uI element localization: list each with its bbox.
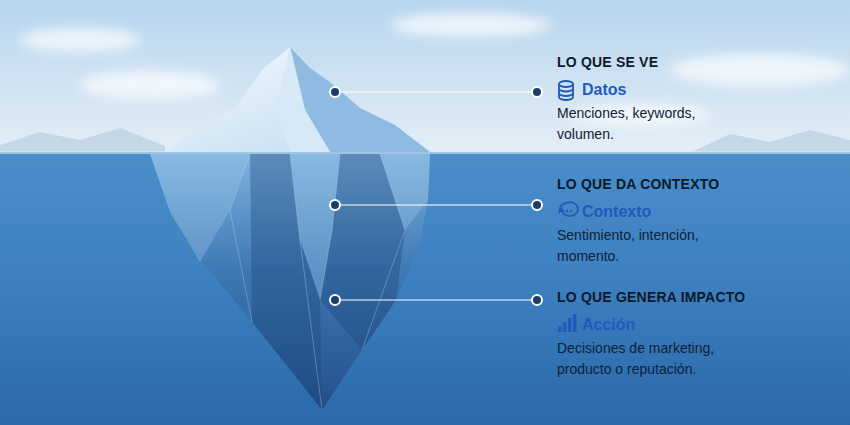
database-icon	[559, 81, 573, 100]
bar-chart-icon	[558, 314, 577, 332]
section-heading: LO QUE GENERA IMPACTO	[557, 288, 817, 306]
layer-title: Acción	[582, 315, 782, 335]
layer-title: Datos	[582, 80, 782, 100]
section-heading: LO QUE SE VE	[557, 53, 817, 71]
section-heading: LO QUE DA CONTEXTO	[557, 175, 817, 193]
layer-description: Decisiones de marketing, producto o repu…	[557, 338, 739, 380]
layer-description: Sentimiento, intención, momento.	[557, 225, 739, 267]
layer-title: Contexto	[582, 202, 782, 222]
layer-description: Menciones, keywords, volumen.	[557, 103, 739, 145]
chat-icon	[559, 202, 578, 216]
